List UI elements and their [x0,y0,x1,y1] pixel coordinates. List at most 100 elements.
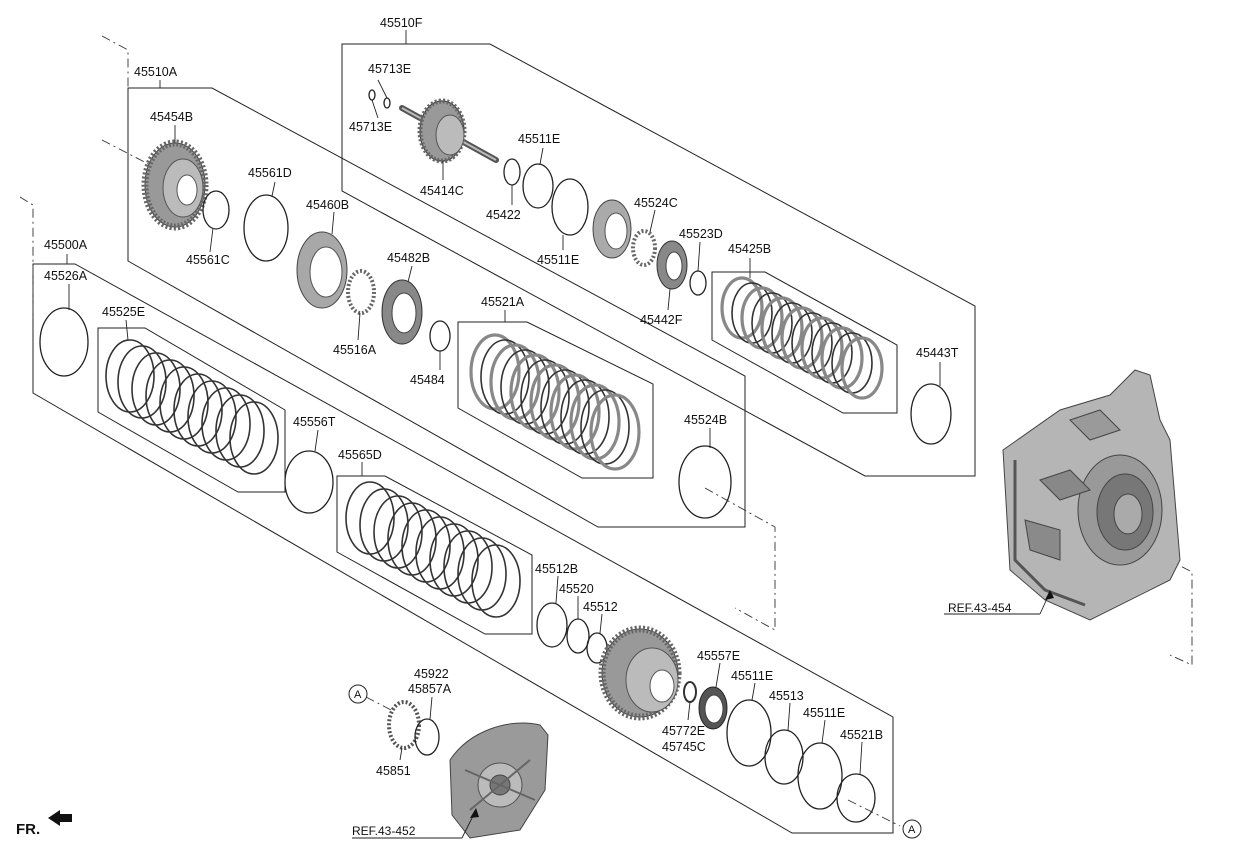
ring-45511E-d [797,742,843,810]
ring-45857A [414,718,440,756]
label-45524C: 45524C [634,196,678,210]
label-45521B: 45521B [840,728,883,742]
leader-lines [66,30,1051,839]
label-45484: 45484 [410,373,445,387]
bearing-45516A [346,269,376,315]
label-45512B: 45512B [535,562,578,576]
ring-45422 [503,158,521,186]
housing-ref-43-452 [449,722,549,839]
label-45557E: 45557E [697,649,740,663]
ring-45521B [836,773,876,823]
label-45565D: 45565D [338,448,382,462]
label-45511E-d: 45511E [803,706,845,720]
label-45512: 45512 [583,600,618,614]
drum-45454B [141,139,209,231]
arrow-ref-454 [1045,590,1054,600]
centerline-mid [704,487,776,631]
label-45422: 45422 [486,208,521,222]
centerline-a-left [365,696,394,712]
clutch-pack-45565D [345,481,521,618]
frame-45500A [32,263,894,834]
label-45520: 45520 [559,582,594,596]
centerline-upper [101,35,129,88]
label-45772E: 45772E [662,724,705,738]
ring-45443T [910,383,952,445]
ring-45513 [764,729,804,785]
ring-45484 [429,320,451,352]
clutch-pack-45521A [469,333,641,471]
label-45482B: 45482B [387,251,430,265]
seal-45745C [698,686,728,730]
arrow-ref-452 [470,808,479,818]
frame-45510F [341,43,976,477]
marker-a-left: A [354,689,362,701]
snap-ring-45713E-b [383,97,391,109]
snap-ring-45713E-a [368,89,376,101]
label-45443T: 45443T [916,346,959,360]
box-45521A [457,321,654,479]
seal-45772E [683,681,697,703]
ring-45524B [678,445,732,519]
label-45526A: 45526A [44,269,88,283]
ring-45512 [586,632,608,664]
label-45851: 45851 [376,764,411,778]
box-45525E [97,327,286,493]
piston-45460B [296,231,348,309]
label-45510F: 45510F [380,16,423,30]
marker-a-right: A [908,824,916,836]
label-45511E-b: 45511E [537,253,579,267]
label-45525E: 45525E [102,305,145,319]
centerline-case [1164,557,1193,666]
ring-45556T [284,450,334,514]
label-45414C: 45414C [420,184,464,198]
label-45511E-a: 45511E [518,132,560,146]
ring-45520 [566,618,590,654]
ring-45526A [39,307,89,377]
label-45460B: 45460B [306,198,349,212]
centerline-main [19,196,34,323]
clutch-pack-45525E [105,339,279,475]
label-45524B: 45524B [684,413,727,427]
label-45556T: 45556T [293,415,336,429]
label-45561D: 45561D [248,166,292,180]
label-45500A: 45500A [44,238,88,252]
label-45713E-a: 45713E [368,62,411,76]
ring-45523D [689,270,707,296]
fr-arrow-icon [48,810,72,826]
plate-45482B [381,279,423,345]
label-45521A: 45521A [481,295,525,309]
frame-45510A [127,87,746,528]
label-45425B: 45425B [728,242,771,256]
bearing-45851 [387,700,421,750]
box-45425B [711,271,898,414]
ref-label-43-452: REF.43-452 [352,824,416,838]
box-45565D [336,475,533,635]
ring-45512B [536,602,568,648]
label-45510A: 45510A [134,65,178,79]
ring-45511E-b [551,178,589,236]
drum-45557E [598,625,682,721]
label-45922: 45922 [414,667,449,681]
bearing-45524C [631,229,657,267]
ring-45561C [202,190,230,230]
ring-45511E-c [726,699,772,767]
label-45454B: 45454B [150,110,193,124]
label-45442F: 45442F [640,313,683,327]
label-45857A: 45857A [408,682,452,696]
label-45511E-c: 45511E [731,669,773,683]
label-45523D: 45523D [679,227,723,241]
label-45516A: 45516A [333,343,377,357]
transmission-case-ref-43-454 [1002,369,1181,621]
label-45513: 45513 [769,689,804,703]
centerline-upper-left [101,139,161,171]
ref-label-43-454: REF.43-454 [948,601,1012,615]
label-45745C: 45745C [662,740,706,754]
label-45713E-b: 45713E [349,120,392,134]
label-45561C: 45561C [186,253,230,267]
clutch-pack-45425B [720,276,884,400]
ring-45511E-a [522,163,554,209]
marker-circle-a-left [348,684,368,704]
marker-circle-a-right [902,819,922,839]
direction-label: FR. [16,821,40,838]
